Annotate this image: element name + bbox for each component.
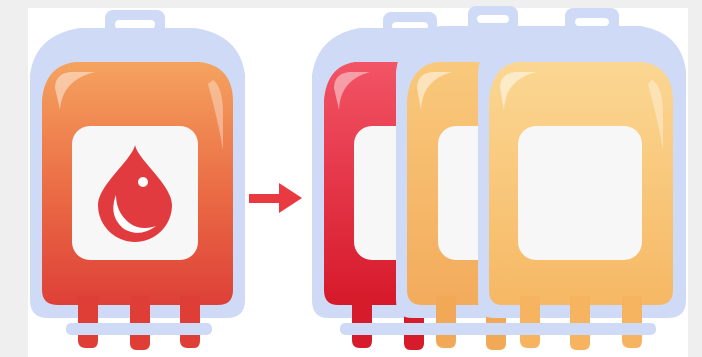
- bag-label-card: [518, 126, 642, 260]
- component-bag-3: [478, 8, 686, 350]
- bag-tube-collar: [506, 323, 656, 335]
- bag-hanger-slot: [477, 15, 509, 23]
- bag-hanger-slot: [115, 20, 155, 29]
- whole-blood-bag: [30, 10, 245, 350]
- bag-hanger-slot: [575, 18, 609, 26]
- bag-tube-collar: [66, 323, 212, 335]
